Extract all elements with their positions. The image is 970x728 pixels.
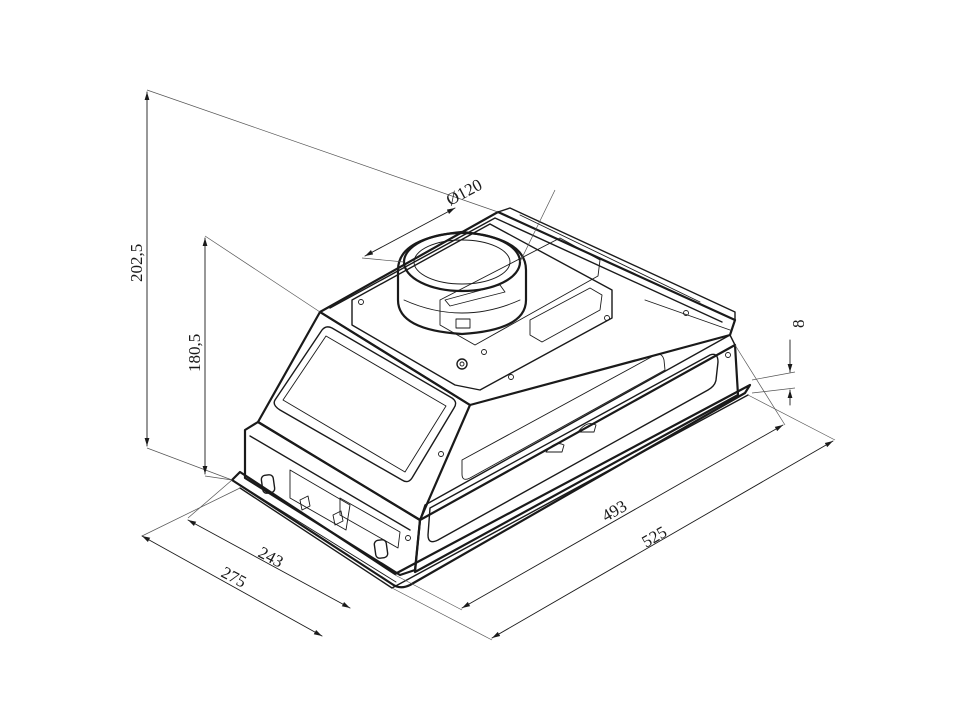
dim-line-total-depth: [141, 535, 323, 637]
dim-line-total-width: [491, 440, 834, 639]
dimension-labels: 202,5 180,5 Ø120 8 493 525 243 275: [127, 175, 808, 591]
dim-line-duct: [364, 207, 456, 257]
label-total-height: 202,5: [127, 244, 146, 282]
label-flange-thickness: 8: [789, 320, 808, 329]
label-body-height: 180,5: [185, 334, 204, 372]
label-body-depth: 243: [255, 543, 286, 572]
dimension-lines: [141, 89, 836, 641]
label-body-width: 493: [599, 496, 631, 525]
duct-collar: [396, 230, 528, 336]
label-total-depth: 275: [218, 563, 249, 592]
light-window: [273, 326, 457, 483]
label-total-width: 525: [639, 522, 671, 551]
top-plate: [351, 223, 613, 391]
hood-body: [230, 207, 752, 589]
label-duct-diameter: Ø120: [443, 175, 485, 210]
top-deck: [318, 210, 737, 407]
